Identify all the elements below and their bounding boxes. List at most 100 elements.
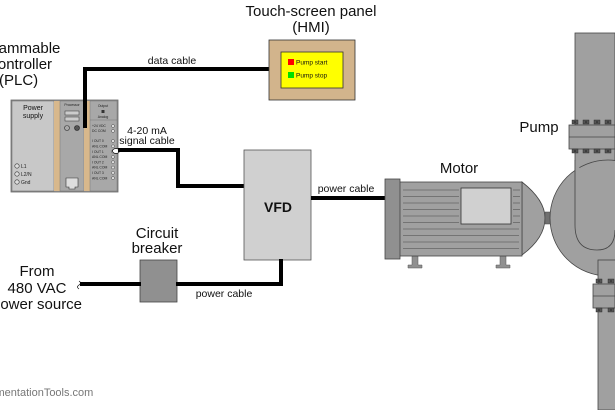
processor-slot (64, 110, 80, 116)
power-supply-label-line2: supply (23, 113, 44, 120)
plc-title-line1: Programmable (0, 40, 60, 57)
bolt-icon (593, 148, 601, 154)
motor-power-cable-label: power cable (318, 183, 375, 195)
watermark: InstrumentationTools.com (0, 387, 93, 399)
terminal-label: L1 (21, 164, 27, 170)
output-card-label: Output (98, 104, 108, 108)
output-terminal-label: I OUT 1 (92, 150, 104, 154)
hmi-screen (280, 51, 344, 89)
output-terminal-label: I OUT 0 (92, 139, 104, 143)
bolt-icon (607, 307, 615, 313)
start-indicator-icon (288, 59, 294, 65)
output-terminal-label: I OUT 3 (92, 171, 104, 175)
power-terminal-l2n: L2/N (14, 171, 32, 178)
bolt-icon (595, 307, 603, 313)
motor-foot (495, 255, 511, 269)
output-terminal-label: I OUT 2 (92, 160, 104, 164)
plc-title-line3: (PLC) (0, 72, 38, 89)
hmi-title-line1: Touch-screen panel (246, 3, 377, 20)
signal-cable (118, 148, 245, 188)
output-terminal: ANL COM (92, 155, 115, 159)
output-terminal-label: ANL COM (92, 145, 107, 149)
ethernet-port-icon (65, 177, 79, 190)
output-terminal: ANL COM (92, 176, 115, 180)
screw-terminal-icon (111, 176, 115, 180)
bolt-icon (582, 119, 590, 125)
bolt-icon (593, 119, 601, 125)
breaker-title-line2: breaker (132, 240, 183, 257)
output-terminal-label: ANL COM (92, 176, 107, 180)
hmi-title-line2: (HMI) (292, 19, 330, 36)
screw-terminal-icon (111, 171, 115, 175)
output-terminal-label: +24 VDC (92, 124, 106, 128)
plc-separator (84, 101, 90, 191)
motor-nameplate (460, 187, 512, 225)
plc-power-supply (11, 100, 55, 192)
terminal-label: Gnd (21, 180, 31, 186)
screw-terminal-icon (111, 155, 115, 159)
pump-start-button[interactable]: Pump start (288, 59, 328, 67)
vfd-box (243, 149, 312, 261)
plc-processor (59, 100, 85, 192)
processor-data-port-icon[interactable] (74, 125, 80, 131)
plc-separator (54, 101, 60, 191)
hmi-panel: Pump start Pump stop (268, 39, 356, 101)
source-label-line2: 480 VAC (8, 280, 67, 297)
breaker-power-cable-label: power cable (196, 288, 253, 300)
screw-terminal-icon (111, 160, 115, 164)
power-terminal-gnd: Gnd (14, 179, 31, 186)
vfd[interactable]: VFD (243, 149, 312, 261)
screw-terminal-icon (111, 129, 115, 133)
output-card-type: Analog (98, 115, 109, 119)
bolt-icon (607, 278, 615, 284)
lower-flange-bolts (595, 278, 615, 313)
breaker-power-cable (176, 259, 283, 286)
source-label-line1: From (20, 263, 55, 280)
plc[interactable]: Power supply L1 L2/N Gnd Processor Outpu… (10, 99, 119, 193)
screw-terminal-icon (111, 139, 115, 143)
output-terminal: I OUT 0 (92, 139, 115, 143)
plc-title: Programmable Logic Controller (PLC) (0, 40, 60, 89)
screw-terminal-icon (14, 179, 20, 185)
output-terminal: ANL COM (92, 166, 115, 170)
breaker-title-line1: Circuit (136, 225, 179, 242)
power-supply-label-line1: Power (23, 105, 44, 112)
motor-foot (407, 255, 423, 269)
bolt-icon (582, 148, 590, 154)
bolt-icon (571, 148, 579, 154)
power-terminal-l1: L1 (14, 163, 27, 170)
pump-start-label: Pump start (296, 60, 328, 67)
pump-stop-button[interactable]: Pump stop (288, 72, 327, 80)
screw-terminal-icon (111, 165, 115, 170)
bolt-icon (595, 278, 603, 284)
source-label-line3: power source (0, 296, 82, 313)
stop-indicator-icon (288, 72, 294, 78)
pump-outlet-curve (574, 160, 615, 251)
motor-cooling-fins (403, 189, 520, 249)
vfd-label: VFD (264, 199, 292, 215)
plc-title-line2: Logic Controller (0, 56, 52, 73)
pump[interactable] (549, 32, 615, 410)
motor-terminal-box (384, 178, 401, 260)
data-cable-label: data cable (148, 55, 197, 67)
data-cable (83, 67, 270, 128)
screw-terminal-icon (14, 163, 20, 169)
processor-port-icon (64, 125, 70, 131)
screw-terminal-icon (111, 124, 115, 128)
bolt-icon (604, 119, 612, 125)
output-terminal: I OUT 2 (92, 160, 115, 164)
upper-flange-bolts (571, 119, 612, 154)
signal-cable-label-line2: signal cable (119, 135, 175, 147)
screw-terminal-icon (14, 171, 20, 177)
motor-label: Motor (440, 160, 478, 177)
circuit-breaker[interactable] (139, 259, 178, 303)
output-terminal-label: ANL COM (92, 155, 107, 159)
output-terminal: I OUT 3 (92, 171, 115, 175)
motor[interactable] (384, 178, 571, 269)
output-terminal: +24 VDC (92, 124, 115, 128)
processor-slot (64, 116, 80, 122)
output-terminal: ANL COM (92, 145, 115, 149)
output-terminal-label: ANL COM (92, 166, 107, 170)
terminal-label: L2/N (21, 172, 32, 178)
